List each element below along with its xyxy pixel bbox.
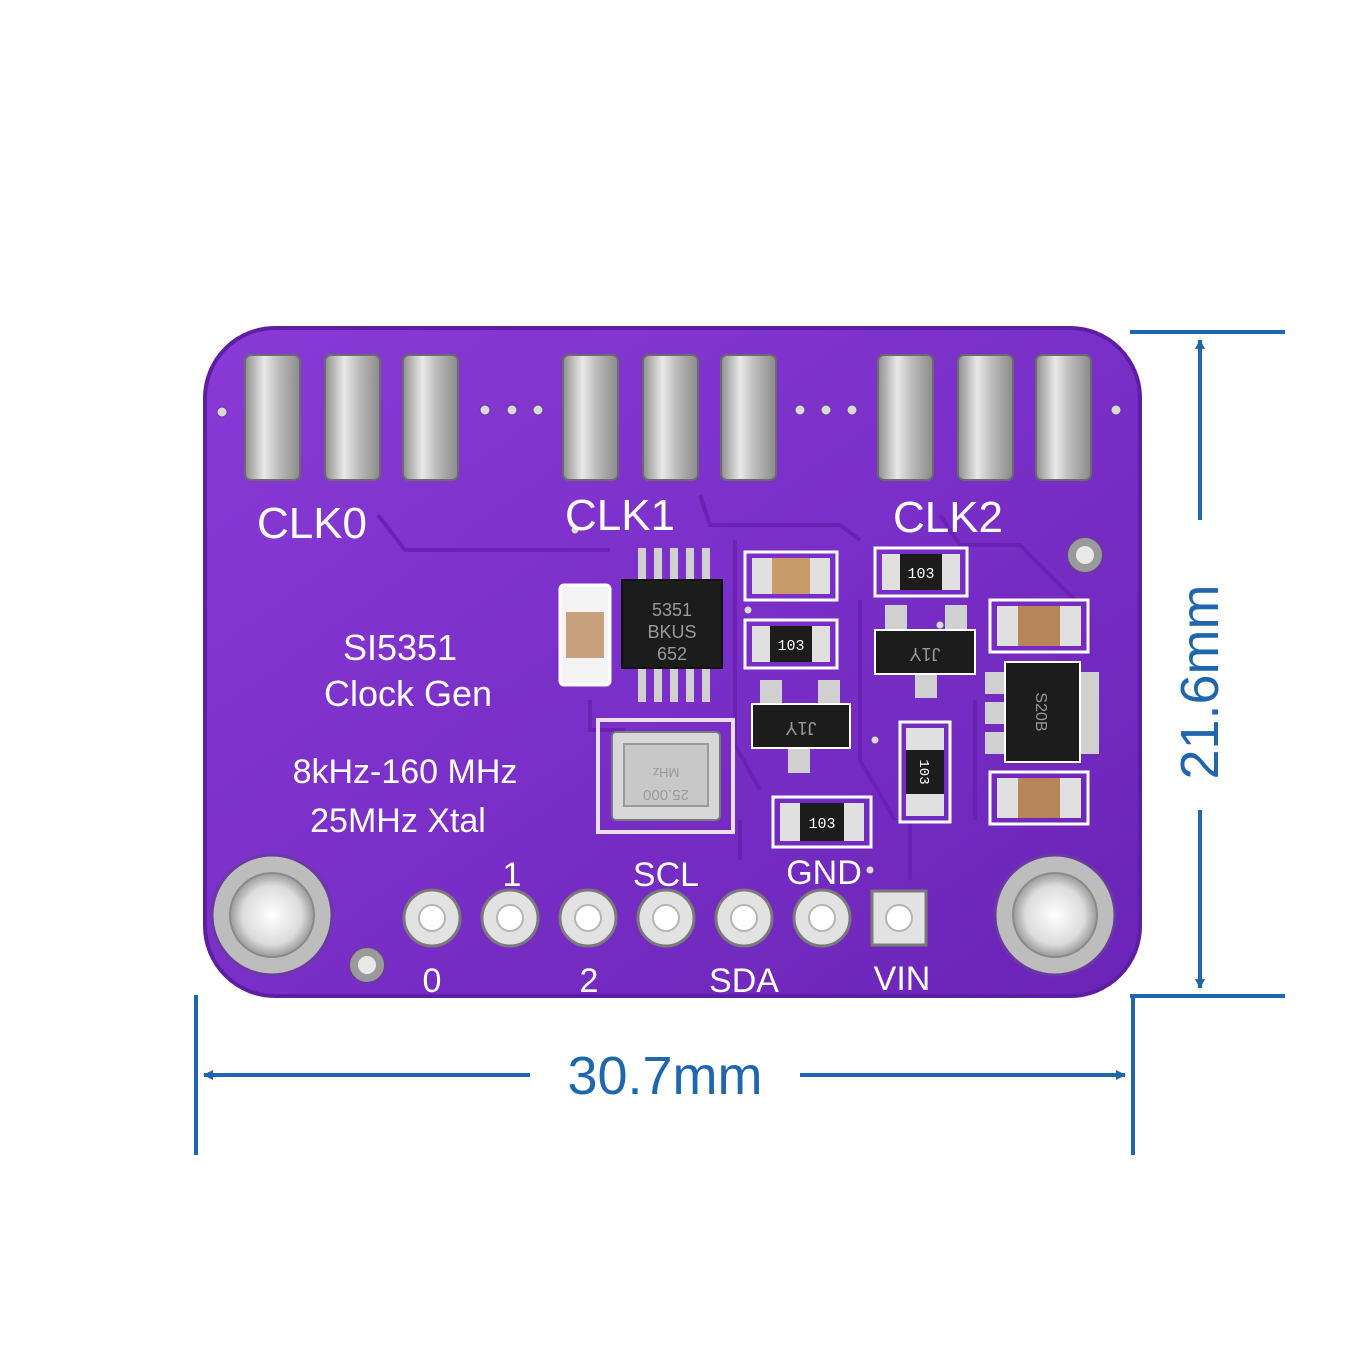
ldo-marking: S20B (1032, 692, 1049, 731)
regulator-marking: J1Y (785, 718, 816, 738)
resistor-103-vertical: 103 (898, 720, 952, 824)
label-crystal: 25MHz Xtal (310, 802, 486, 840)
header-pad (1035, 354, 1092, 481)
header-pad (720, 354, 777, 481)
height-dimension (1130, 330, 1285, 998)
regulator-sot23-right: J1Y (874, 605, 976, 698)
regulator-sot23: J1Y (751, 680, 851, 773)
header-pad (642, 354, 699, 481)
label-frequency-range: 8kHz-160 MHz (293, 753, 518, 791)
pin-label-sda: SDA (709, 962, 779, 1000)
width-dimension (194, 995, 1135, 1155)
bottom-pins (402, 888, 928, 948)
resistor-103-top-right: 103 (873, 546, 969, 598)
width-label: 30.7mm (567, 1046, 762, 1106)
header-pad (324, 354, 381, 481)
pin-label-gnd: GND (786, 854, 862, 892)
header-pad (244, 354, 301, 481)
pin-vin (870, 889, 928, 947)
header-pad (402, 354, 459, 481)
pin-label-scl: SCL (633, 856, 699, 894)
header-pad (957, 354, 1014, 481)
crystal-marking-line2: MHz (653, 765, 680, 780)
pin-label-2: 2 (580, 962, 599, 1000)
label-clk2: CLK2 (893, 493, 1003, 542)
crystal: 25.000 MHz (596, 718, 735, 834)
header-pads (244, 354, 1092, 481)
regulator-marking: J1Y (909, 644, 940, 664)
smd-capacitor-right-top (988, 598, 1090, 654)
resistor-marking: 103 (915, 759, 931, 784)
mounting-holes (210, 536, 1117, 984)
header-pad (562, 354, 619, 481)
pin-label-1: 1 (503, 856, 522, 894)
label-clk0: CLK0 (257, 499, 367, 548)
capacitor (558, 583, 612, 687)
resistor-marking: 103 (907, 566, 934, 583)
crystal-marking-line1: 25.000 (643, 786, 689, 803)
smd-capacitor-right-bottom (988, 770, 1090, 826)
height-label: 21.6mm (1170, 584, 1230, 779)
smd-capacitor-top (743, 550, 839, 602)
resistor-103: 103 (743, 618, 839, 670)
label-product-subtitle: Clock Gen (324, 673, 492, 714)
label-clk1: CLK1 (565, 491, 675, 540)
header-pad (877, 354, 934, 481)
vias (216, 404, 1122, 875)
pin-label-vin: VIN (874, 960, 931, 998)
resistor-103-bottom: 103 (771, 795, 873, 849)
label-product-name: SI5351 (343, 627, 457, 668)
ldo-regulator: S20B (985, 661, 1099, 763)
resistor-marking: 103 (777, 638, 804, 655)
chip-marking-line3: 652 (657, 644, 687, 664)
silkscreen: CLK0 CLK1 CLK2 SI5351 Clock Gen 8kHz-160… (257, 491, 1003, 1000)
pin-label-0: 0 (423, 962, 442, 1000)
resistor-marking: 103 (808, 816, 835, 833)
chip-marking-line2: BKUS (647, 622, 696, 642)
si5351-chip: 5351 BKUS 652 (621, 548, 723, 702)
chip-marking-line1: 5351 (652, 600, 692, 620)
